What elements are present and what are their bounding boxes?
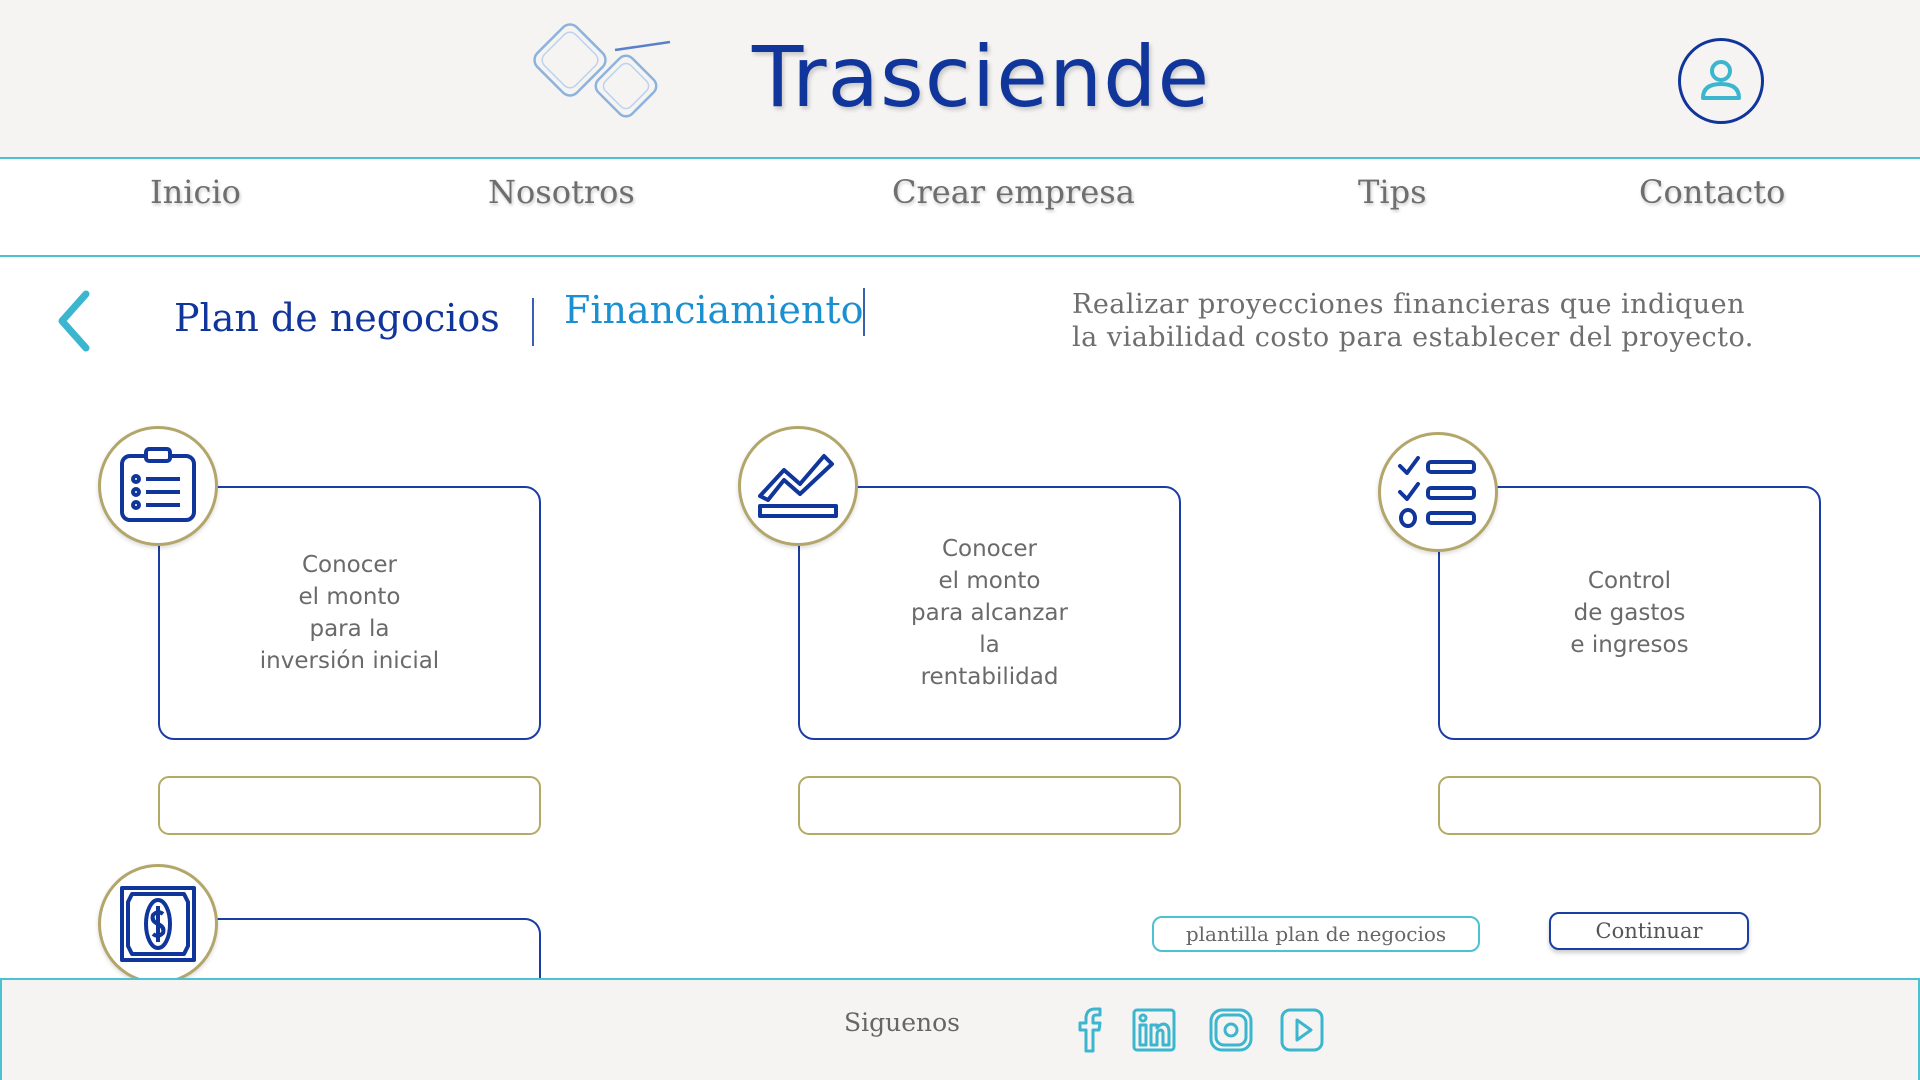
nav-item-inicio[interactable]: Inicio xyxy=(150,173,241,211)
card-text: Conocer el monto para alcanzar la rentab… xyxy=(800,488,1179,738)
card-icon-badge xyxy=(738,426,858,546)
card-text-line: Conocer xyxy=(301,552,398,578)
breadcrumb-financiamiento: Financiamiento xyxy=(564,288,864,332)
card-text-line: el monto xyxy=(298,584,401,610)
linkedin-icon[interactable] xyxy=(1130,1005,1178,1055)
follow-label: Siguenos xyxy=(844,1008,961,1037)
card-text-line: Conocer xyxy=(941,536,1038,562)
site-header: Trasciende xyxy=(0,0,1920,159)
instagram-icon[interactable] xyxy=(1207,1005,1255,1055)
card-input-field[interactable] xyxy=(798,776,1181,835)
card-text-line: la xyxy=(979,632,1000,658)
checklist-icon xyxy=(1398,456,1476,528)
description-line: Realizar proyecciones financieras que in… xyxy=(1072,289,1746,320)
card-text-line: para alcanzar xyxy=(911,600,1068,626)
back-arrow-icon[interactable] xyxy=(52,288,96,354)
card-text-line: inversión inicial xyxy=(259,648,440,674)
facebook-icon[interactable] xyxy=(1065,1005,1113,1055)
logo-icon xyxy=(533,23,671,118)
nav-item-tips[interactable]: Tips xyxy=(1358,173,1427,211)
card-icon-badge xyxy=(1378,432,1498,552)
user-icon xyxy=(1701,60,1741,100)
main-nav: Inicio Nosotros Crear empresa Tips Conta… xyxy=(0,159,1920,257)
card-text-line: para la xyxy=(309,616,390,642)
card-text-line: Control xyxy=(1587,568,1672,594)
description-line: la viabilidad costo para establecer del … xyxy=(1072,322,1754,353)
user-account-button[interactable] xyxy=(1678,38,1764,124)
card-partial xyxy=(158,918,541,978)
card-text: Control de gastos e ingresos xyxy=(1440,488,1819,738)
card-text-line: el monto xyxy=(938,568,1041,594)
nav-item-contacto[interactable]: Contacto xyxy=(1639,173,1786,211)
card-text-line: e ingresos xyxy=(1570,632,1689,658)
card-text: Conocer el monto para la inversión inici… xyxy=(160,488,539,738)
card-gastos-ingresos: Control de gastos e ingresos xyxy=(1438,486,1821,740)
nav-item-nosotros[interactable]: Nosotros xyxy=(488,173,635,211)
template-download-button[interactable]: plantilla plan de negocios xyxy=(1152,916,1480,952)
breadcrumb-plan-de-negocios[interactable]: Plan de negocios xyxy=(174,296,500,340)
money-bill-icon xyxy=(120,886,196,962)
nav-item-crear-empresa[interactable]: Crear empresa xyxy=(892,173,1135,211)
card-text-line: rentabilidad xyxy=(920,664,1059,690)
breadcrumb-divider xyxy=(863,288,865,336)
site-footer: Siguenos xyxy=(0,978,1920,1080)
card-input-field[interactable] xyxy=(158,776,541,835)
card-rentabilidad: Conocer el monto para alcanzar la rentab… xyxy=(798,486,1181,740)
section-description: Realizar proyecciones financieras que in… xyxy=(1072,288,1754,354)
brand-title: Trasciende xyxy=(752,28,1211,126)
card-inversion-inicial: Conocer el monto para la inversión inici… xyxy=(158,486,541,740)
breadcrumb-divider xyxy=(532,298,534,346)
trend-chart-icon xyxy=(758,454,838,518)
continue-button[interactable]: Continuar xyxy=(1549,912,1749,950)
youtube-icon[interactable] xyxy=(1278,1005,1326,1055)
card-icon-badge xyxy=(98,864,218,984)
card-input-field[interactable] xyxy=(1438,776,1821,835)
card-text-line: de gastos xyxy=(1573,600,1686,626)
clipboard-list-icon xyxy=(120,447,196,522)
card-icon-badge xyxy=(98,426,218,546)
